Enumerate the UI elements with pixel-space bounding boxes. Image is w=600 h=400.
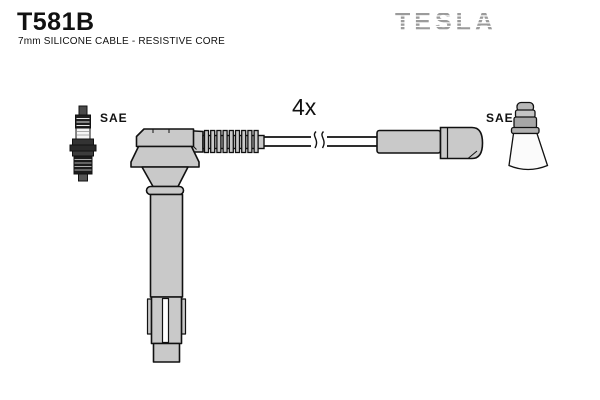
right-plug-sae-label: SAE [486, 111, 514, 125]
cable [264, 131, 378, 149]
boot-bottom-block [152, 342, 181, 363]
terminal-boot [439, 126, 484, 160]
spark-plug-top-icon [508, 101, 549, 171]
boot-body [149, 193, 184, 298]
coil-boot [130, 128, 204, 363]
spark-plug-side-icon [69, 105, 97, 182]
cable-end-boot [376, 126, 484, 160]
boot-collar [145, 185, 185, 196]
brand-text: TESLA [395, 8, 497, 36]
product-subtitle: 7mm SILICONE CABLE - RESISTIVE CORE [18, 36, 226, 47]
cable-break-mark [313, 131, 318, 149]
boot-slot [161, 297, 170, 344]
brand-logo: TESLA [393, 6, 503, 43]
cable-break-mark [321, 131, 325, 149]
tesla-logo-icon: TESLA [395, 8, 497, 36]
boot-neck [141, 166, 189, 188]
quantity-label: 4x [292, 94, 317, 120]
boot-skirt [130, 145, 200, 168]
left-plug-sae-label: SAE [100, 111, 128, 125]
ribbed-conduit [202, 129, 265, 154]
boot-cap [135, 128, 195, 148]
product-code: T581B [17, 8, 95, 36]
cable-sleeve [376, 129, 442, 154]
